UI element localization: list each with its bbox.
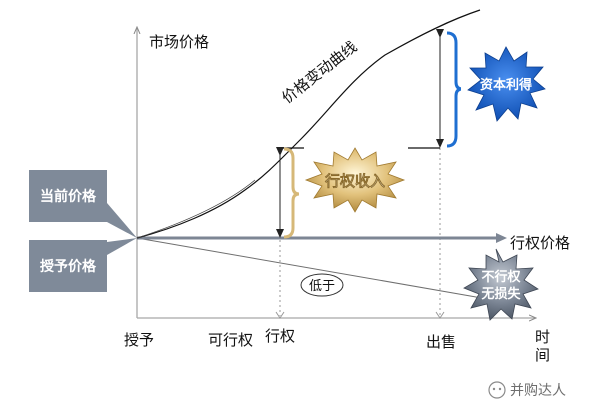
exercise-income-star (304, 147, 406, 213)
exercise-income-label: 行权收入 (324, 172, 385, 190)
x-label-exercise: 行权 (265, 327, 295, 345)
price-curve (136, 9, 481, 239)
x-label-sell: 出售 (426, 333, 456, 351)
grant-price-pointer (107, 238, 137, 255)
grant-price-callout (29, 240, 107, 292)
low-label-ellipse (300, 273, 344, 297)
current-price-pointer (107, 203, 137, 238)
no-exercise-star (463, 248, 539, 321)
exercise-income-bracket (283, 147, 300, 239)
wechat-icon-dot-1 (492, 387, 496, 391)
watermark-text: 并购达人 (510, 383, 566, 399)
y-axis-label: 市场价格 (149, 33, 209, 51)
current-price-callout (29, 170, 107, 222)
current-price-label: 当前价格 (40, 188, 97, 205)
wechat-icon (488, 381, 506, 399)
time-label-line2: 间 (535, 346, 550, 364)
grant-price-label: 授予价格 (40, 258, 97, 275)
sell-guide-arrow (435, 311, 445, 319)
no-exercise-label-line1: 不行权 (481, 269, 521, 285)
capital-gain-star (467, 46, 546, 122)
exercise-income-burst: 行权收入 (304, 146, 408, 213)
strike-label: 行权价格 (510, 234, 570, 252)
declining-price-line (136, 237, 529, 307)
watermark: 并购达人 (488, 381, 566, 399)
capital-gain-bracket (446, 31, 463, 148)
x-label-grant: 授予 (124, 331, 154, 349)
no-exercise-burst: 不行权 无损失 (463, 248, 539, 321)
low-label: 低于 (309, 279, 335, 294)
exercise-guide-arrow (275, 311, 285, 319)
x-label-exercisable: 可行权 (208, 331, 253, 349)
curve-label: 价格变动曲线 (278, 38, 360, 108)
capital-gain-burst: 资本利得 (461, 43, 551, 123)
capital-gain-label: 资本利得 (480, 77, 532, 93)
no-exercise-label-line2: 无损失 (480, 286, 521, 302)
wechat-icon-dot-2 (498, 387, 502, 391)
price-curve-shadow (136, 179, 256, 239)
time-label-line1: 时 (535, 328, 550, 346)
